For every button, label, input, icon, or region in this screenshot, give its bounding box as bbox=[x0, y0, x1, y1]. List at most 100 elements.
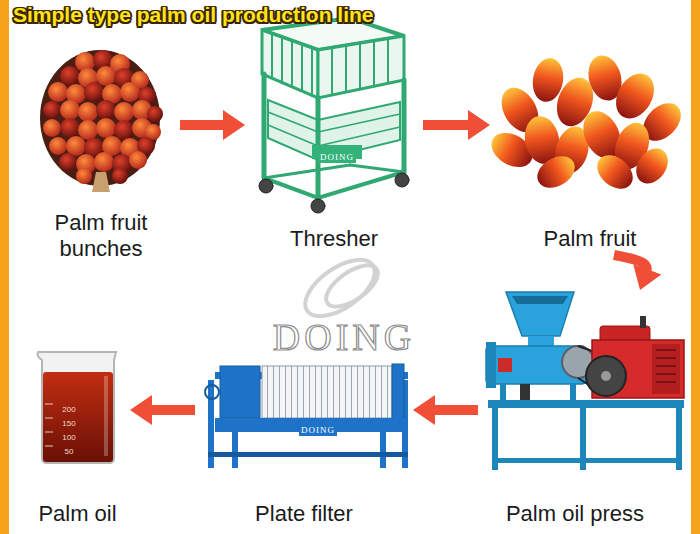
printed-label: DOING bbox=[318, 152, 356, 163]
process-step: Plate filter bbox=[195, 360, 413, 530]
thresher-picture-part bbox=[350, 165, 404, 172]
thresher-picture-part bbox=[387, 39, 389, 84]
thresher-picture-part bbox=[318, 36, 404, 98]
thresher-picture-part bbox=[264, 165, 350, 178]
palm-fruit-picture-part bbox=[630, 142, 675, 189]
palm-bunch-picture-part bbox=[78, 102, 98, 122]
oil-press-picture-part bbox=[486, 342, 496, 388]
palm-bunch-picture-part bbox=[43, 119, 61, 137]
palm-bunch-picture-part bbox=[78, 120, 98, 140]
thresher-picture-part bbox=[268, 125, 318, 146]
thresher-picture-part bbox=[395, 173, 409, 187]
flow-arrow bbox=[145, 405, 195, 415]
thresher-picture-part bbox=[268, 112, 318, 132]
process-step: Palm oil press bbox=[478, 290, 692, 530]
step-label: Plate filter bbox=[199, 501, 409, 526]
thresher-picture-part bbox=[271, 34, 273, 79]
palm-bunch-picture-part bbox=[147, 106, 163, 122]
beaker-picture-part bbox=[45, 418, 53, 419]
oil-press-picture-part bbox=[656, 357, 676, 359]
oil-press-picture-part bbox=[656, 373, 676, 375]
plate-filter-picture-part bbox=[208, 452, 408, 457]
process-step: Palm fruit bunches bbox=[22, 40, 180, 265]
label-holder: 200 bbox=[56, 398, 82, 416]
title-holder: Simple type palm oil production line bbox=[13, 3, 374, 27]
process-step: Thresher bbox=[245, 20, 423, 255]
label-holder: 50 bbox=[56, 440, 82, 458]
thresher-picture-part bbox=[262, 74, 267, 178]
watermark-logo-part bbox=[319, 257, 384, 314]
side-bars-part bbox=[0, 0, 9, 534]
label-holder: DOING bbox=[239, 318, 449, 356]
label-holder: 150 bbox=[56, 412, 82, 430]
oil-press-picture-part bbox=[506, 292, 574, 336]
thresher-picture-part bbox=[373, 41, 375, 86]
oil-press-picture-part bbox=[500, 384, 506, 400]
process-step: Palm oil bbox=[25, 345, 130, 530]
palm-bunch-picture-part bbox=[129, 151, 147, 169]
palm-bunch-picture-part bbox=[60, 66, 80, 86]
flow-arrow bbox=[614, 255, 647, 276]
oil-press-picture-part bbox=[488, 400, 684, 408]
beaker-picture-part bbox=[45, 432, 53, 433]
oil-press-picture-part bbox=[656, 349, 676, 351]
palm-bunch-picture-part bbox=[43, 101, 61, 119]
oil-press-picture-part bbox=[656, 365, 676, 367]
flow-arrow bbox=[180, 120, 230, 130]
thresher-picture-part bbox=[268, 100, 400, 160]
oil-press-picture-part bbox=[492, 458, 682, 463]
oil-press-picture-part bbox=[528, 336, 554, 346]
thresher-picture-part bbox=[402, 80, 407, 172]
beaker-picture-part bbox=[38, 352, 117, 463]
palm-bunch-picture-part bbox=[49, 137, 67, 155]
oil-press-picture-part bbox=[520, 384, 530, 400]
thresher-picture-part bbox=[262, 30, 318, 98]
palm-bunch-picture-part bbox=[114, 102, 134, 122]
printed-label: 100 bbox=[62, 433, 75, 443]
palm-fruit-picture-part bbox=[532, 150, 581, 194]
oil-press-picture bbox=[486, 292, 684, 470]
thresher-picture bbox=[259, 18, 409, 213]
watermark-logo bbox=[296, 249, 385, 328]
plate-filter-picture-part bbox=[220, 366, 260, 418]
oil-press-picture-part bbox=[512, 296, 568, 304]
palm-bunch-picture-part bbox=[114, 120, 134, 140]
step-label: Palm fruit bunches bbox=[26, 210, 176, 261]
palm-bunch-picture-part bbox=[66, 136, 86, 156]
palm-bunch-picture-part bbox=[96, 66, 116, 86]
thresher-picture-part bbox=[331, 48, 333, 95]
palm-bunch-picture-part bbox=[96, 100, 116, 120]
plate-filter-picture-part bbox=[392, 364, 404, 420]
thresher-picture-part bbox=[311, 48, 313, 96]
printed-label: 50 bbox=[65, 447, 74, 457]
palm-bunch-picture-part bbox=[76, 168, 92, 184]
beaker-picture-part bbox=[104, 376, 108, 456]
plate-filter-picture-part bbox=[205, 385, 219, 399]
palm-bunch-picture-part bbox=[60, 100, 80, 120]
connector-group bbox=[145, 125, 647, 410]
plate-filter-picture bbox=[205, 364, 408, 468]
oil-press-picture-part bbox=[601, 371, 611, 381]
palm-bunch-picture-part bbox=[94, 152, 114, 172]
thresher-picture-part bbox=[281, 37, 283, 83]
palm-bunch-picture-part bbox=[96, 118, 116, 138]
printed-label: 150 bbox=[62, 419, 75, 429]
process-step: Palm fruit bbox=[490, 50, 690, 255]
thresher-picture-part bbox=[291, 41, 293, 87]
label-holder: DOING bbox=[309, 146, 365, 164]
label-holder: DOING bbox=[288, 419, 348, 437]
thresher-picture-part bbox=[359, 43, 361, 89]
palm-bunch-picture-part bbox=[92, 172, 110, 192]
watermark: DOING bbox=[273, 318, 415, 356]
palm-bunch-picture-part bbox=[84, 82, 104, 102]
label-holder: 100 bbox=[56, 426, 82, 444]
step-label: Thresher bbox=[249, 226, 419, 251]
watermark-logo-part bbox=[296, 249, 384, 328]
beaker-picture-part bbox=[45, 446, 53, 447]
palm-fruit-picture bbox=[485, 52, 688, 196]
thresher-picture-part bbox=[259, 179, 273, 193]
thresher-picture-part bbox=[318, 127, 400, 146]
